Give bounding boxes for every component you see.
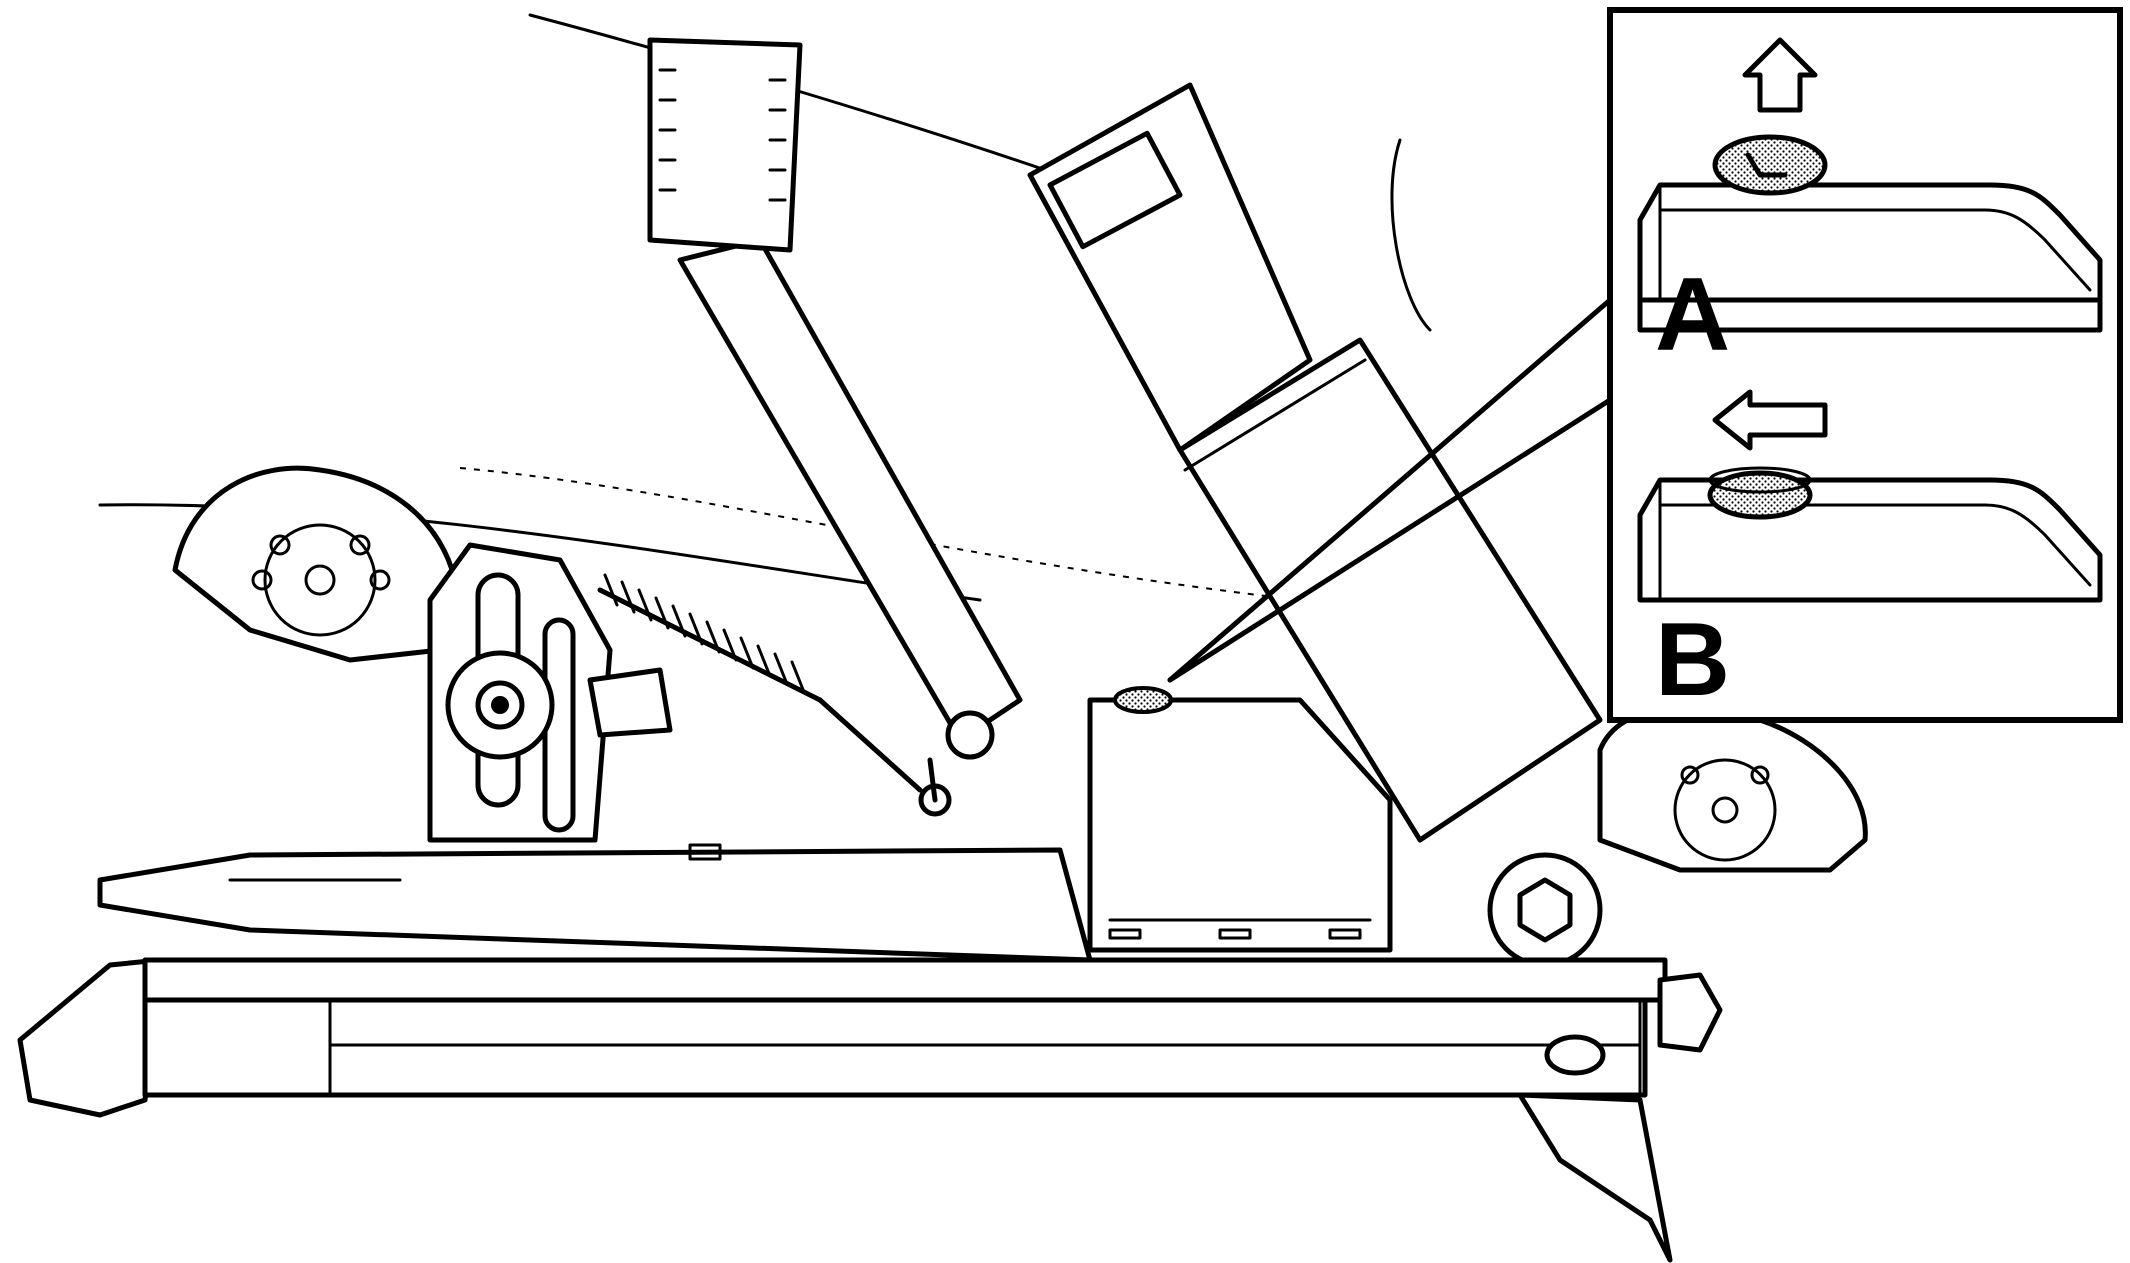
detail-b-label: B bbox=[1655, 602, 1730, 718]
adjuster-knob bbox=[1113, 686, 1173, 714]
height-adjuster-plate bbox=[427, 542, 673, 843]
detail-b: B bbox=[1637, 389, 2103, 718]
callout-pointer bbox=[1167, 297, 1613, 683]
detail-a: A bbox=[1637, 37, 2103, 373]
base-slide-rail bbox=[17, 957, 1723, 1263]
knob-b bbox=[1707, 470, 1813, 520]
front-pivot-bracket bbox=[1597, 705, 1868, 873]
seat-belt-buckle bbox=[1027, 82, 1603, 843]
inset-detail-box: A B bbox=[1607, 7, 2123, 723]
front-roller-bolt bbox=[1487, 852, 1603, 968]
left-arrow-icon bbox=[1712, 389, 1828, 451]
release-lever bbox=[647, 37, 1023, 817]
seat-rail-tube bbox=[97, 843, 1093, 963]
rear-pivot-bracket bbox=[172, 465, 458, 663]
latch-housing bbox=[1087, 686, 1393, 953]
up-arrow-icon bbox=[1742, 37, 1818, 113]
tension-spring bbox=[597, 573, 923, 793]
knob-a bbox=[1712, 134, 1828, 196]
detail-a-label: A bbox=[1655, 257, 1730, 373]
